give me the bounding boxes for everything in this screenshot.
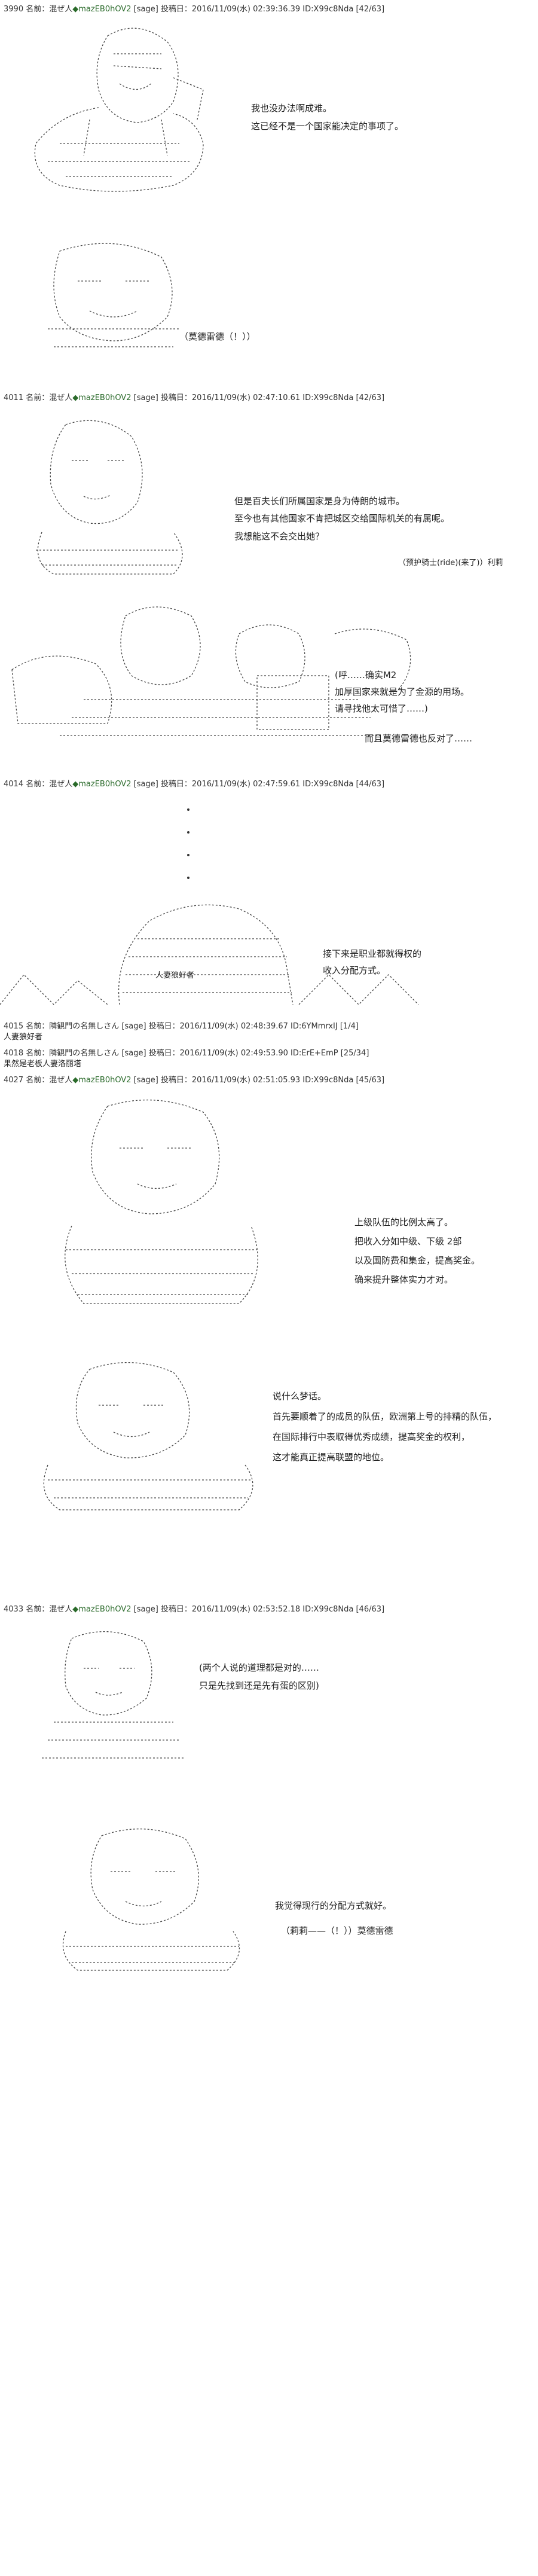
post-number[interactable]: 4018 [4,1049,24,1058]
post-meta: [sage] 投稿日：2016/11/09(水) 02:39:36.39 ID:… [131,5,385,14]
post-header-3990: 3990 名前：混ぜ人◆mazEB0hOV2 [sage] 投稿日：2016/1… [4,2,384,14]
ellipsis-dot [187,808,189,811]
ellipsis-dot [187,831,189,834]
name-label: 名前： [23,1605,50,1614]
dialogue-line: 把收入分如中级、下级 2部 [354,1236,462,1247]
post-header-4014: 4014 名前：混ぜ人◆mazEB0hOV2 [sage] 投稿日：2016/1… [4,777,384,789]
post-number[interactable]: 4033 [4,1605,24,1614]
dialogue-line: 接下来是职业都就得权的 [323,948,422,959]
post-header-4027: 4027 名前：混ぜ人◆mazEB0hOV2 [sage] 投稿日：2016/1… [4,1073,384,1085]
post-body-4018: 果然是老板人妻洛丽塔 [4,1060,82,1069]
post-header-4018: 4018 名前：隣観門の名無しさん [sage] 投稿日：2016/11/09(… [4,1046,369,1058]
poster-name: 混ぜ人 [49,1076,73,1085]
ellipsis-dot [187,877,189,879]
name-label: 名前： [23,393,50,402]
post-meta: [sage] 投稿日：2016/11/09(水) 02:49:53.90 ID:… [119,1049,369,1058]
post-number[interactable]: 4014 [4,780,24,789]
post-number[interactable]: 4015 [4,1022,24,1031]
ascii-art-figure-7 [36,1626,191,1764]
ascii-art-figure-5 [36,1094,299,1321]
name-label: 名前： [23,780,50,789]
dialogue-line: 这已经不是一个国家能决定的事项了。 [251,121,404,132]
dialogue-line: 首先要顺着了的成员的队伍，欧洲第上号的排精的队伍， [273,1411,497,1422]
dialogue-line: 确来提升整体实力才对。 [354,1274,454,1285]
name-label: 名前： [23,5,50,14]
dialogue-line: 我想能这不会交出她？ [234,531,325,542]
poster-name: 隣観門の名無しさん [49,1022,120,1031]
post-number[interactable]: 4027 [4,1076,24,1085]
ascii-art-figure-3 [18,413,197,586]
dialogue-line: 我也没办法啊成难。 [251,103,332,114]
dialogue-line: 人妻狼好者 [155,971,195,980]
poster-trip: ◆mazEB0hOV2 [72,780,132,789]
poster-trip: ◆mazEB0hOV2 [72,5,132,14]
poster-trip: ◆mazEB0hOV2 [72,1076,132,1085]
post-body-4015: 人妻狼好者 [4,1033,43,1042]
ascii-art-figure-1 [24,18,227,209]
post-header-4011: 4011 名前：混ぜ人◆mazEB0hOV2 [sage] 投稿日：2016/1… [4,391,384,402]
ascii-art-group-scene [0,598,430,747]
dialogue-line: 以及国防费和集金，提高奖金。 [354,1255,481,1266]
dialogue-line: (呼……确实M2 [335,670,397,680]
dialogue-line: (两个人说的道理都是对的…… [199,1662,319,1673]
name-label: 名前： [23,1049,50,1058]
dialogue-line: （莉莉——（！））莫德雷德 [281,1925,393,1936]
dialogue-line: （预护骑士(ride)(来了)）利莉 [398,558,503,567]
ellipsis-dot [187,854,189,856]
dialogue-line: 这才能真正提高联盟的地位。 [273,1452,390,1463]
post-meta: [sage] 投稿日：2016/11/09(水) 02:47:10.61 ID:… [131,393,385,402]
dialogue-line: 我觉得现行的分配方式就好。 [275,1900,392,1911]
poster-name: 混ぜ人 [49,780,73,789]
poster-name: 隣観門の名無しさん [49,1049,120,1058]
dialogue-line: 而且莫德雷德也反对了…… [365,733,473,744]
poster-trip: ◆mazEB0hOV2 [72,393,132,402]
dialogue-line: 上级队伍的比例太高了。 [354,1217,454,1228]
dialogue-line: 说什么梦话。 [273,1391,327,1402]
name-label: 名前： [23,1022,50,1031]
dialogue-line: 只是先找到还是先有蛋的区别) [199,1680,319,1691]
dialogue-line: 至今也有其他国家不肯把城区交给国际机关的有属呢。 [234,513,450,524]
dialogue-line: 在国际排行中表取得优秀成绩，提高奖金的权利， [273,1432,470,1442]
post-number[interactable]: 4011 [4,393,24,402]
ascii-art-figure-2 [36,239,191,359]
post-meta: [sage] 投稿日：2016/11/09(水) 02:48:39.67 ID:… [119,1022,359,1031]
post-header-4015: 4015 名前：隣観門の名無しさん [sage] 投稿日：2016/11/09(… [4,1020,359,1031]
dialogue-line: 但是百夫长们所属国家是身为侍朗的城市。 [234,496,405,506]
post-number[interactable]: 3990 [4,5,24,14]
poster-name: 混ぜ人 [49,393,73,402]
post-meta: [sage] 投稿日：2016/11/09(水) 02:47:59.61 ID:… [131,780,385,789]
poster-trip: ◆mazEB0hOV2 [72,1605,132,1614]
poster-name: 混ぜ人 [49,1605,73,1614]
ascii-art-figure-8 [48,1824,263,1979]
poster-name: 混ぜ人 [49,5,73,14]
ascii-art-silhouette [0,885,538,1011]
dialogue-line: 请寻找他太可惜了……) [335,703,428,714]
ascii-art-figure-6 [24,1357,281,1519]
name-label: 名前： [23,1076,50,1085]
dialogue-line: 加厚国家来就是为了金源的用场。 [335,686,470,697]
post-meta: [sage] 投稿日：2016/11/09(水) 02:51:05.93 ID:… [131,1076,385,1085]
post-header-4033: 4033 名前：混ぜ人◆mazEB0hOV2 [sage] 投稿日：2016/1… [4,1603,384,1614]
post-meta: [sage] 投稿日：2016/11/09(水) 02:53:52.18 ID:… [131,1605,385,1614]
dialogue-line: 收入分配方式。 [323,965,386,976]
dialogue-line: （莫德雷德（！）） [179,331,256,342]
